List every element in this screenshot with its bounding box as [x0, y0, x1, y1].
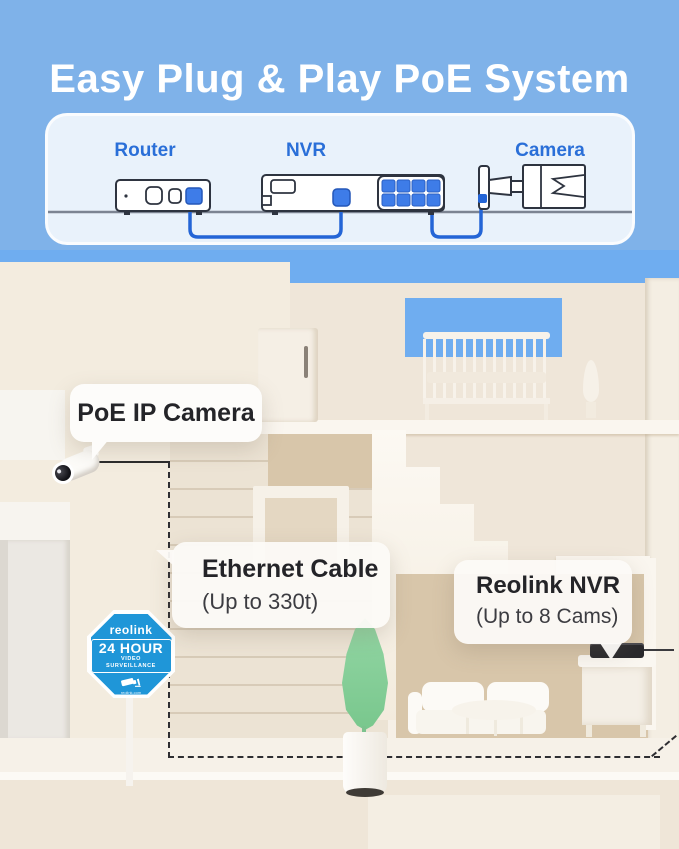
camera-callout-tail	[92, 438, 110, 460]
sign-24hour-text: 24 HOUR	[98, 639, 164, 656]
yard-sign-face: reolink 24 HOUR VIDEO SURVEILLANCE reoli…	[90, 613, 172, 695]
coffee-table	[452, 700, 536, 736]
sign-surveillance-text: VIDEO SURVEILLANCE	[106, 655, 156, 669]
cable-callout-title: Ethernet Cable	[202, 555, 379, 583]
surveillance-camera-icon	[121, 677, 141, 687]
cable-run-vertical	[168, 462, 170, 758]
stand-body	[582, 667, 652, 725]
connection-diagram-card: Router NVR Camera	[45, 113, 635, 245]
table-top	[452, 700, 536, 720]
cable-callout-tail	[156, 550, 174, 566]
crib-mattress	[427, 372, 546, 383]
nvr-callout-title: Reolink NVR	[476, 572, 621, 599]
stand-top	[578, 655, 656, 667]
nvr-label: NVR	[285, 140, 327, 161]
camera-label: Camera	[515, 140, 585, 161]
stand-leg	[586, 723, 592, 737]
cable-callout: Ethernet Cable (Up to 330t)	[156, 542, 390, 628]
floor-front-edge	[0, 772, 679, 780]
door-handle	[304, 346, 308, 378]
nvr-camera-cable	[430, 200, 483, 239]
house-scene: reolink 24 HOUR VIDEO SURVEILLANCE reoli…	[0, 250, 679, 849]
cable-run-horizontal	[168, 756, 660, 758]
nvr-callout-tail	[600, 643, 622, 660]
table-leg	[466, 716, 469, 734]
entry-shadow	[268, 434, 392, 488]
bullet-camera-illustration	[478, 164, 586, 210]
stand-leg	[640, 723, 646, 737]
upper-floor-ledge	[168, 420, 679, 434]
crib-top-rail	[423, 332, 550, 339]
porch-inset	[368, 795, 660, 849]
camera-lens-icon	[52, 462, 74, 484]
garage-ledge	[0, 502, 70, 540]
poe-wiring-diagram	[48, 164, 632, 239]
camera-callout: PoE IP Camera	[70, 384, 262, 460]
crib-bars	[423, 339, 550, 399]
crib-leg	[425, 404, 429, 420]
nvr-power-cable	[644, 649, 674, 651]
upper-door	[258, 328, 318, 422]
yard-sign: reolink 24 HOUR VIDEO SURVEILLANCE reoli…	[87, 610, 175, 698]
table-leg	[520, 716, 523, 734]
sign-footer-url: reolink.com	[120, 689, 142, 695]
crib-bottom-rail	[423, 398, 550, 404]
pot-base	[346, 788, 384, 797]
plant-pot	[343, 732, 387, 794]
nvr-callout: Reolink NVR (Up to 8 Cams)	[454, 560, 632, 660]
poe-port-panel	[381, 179, 441, 207]
cable-run-solid	[98, 461, 170, 463]
router-nvr-cable	[188, 202, 343, 239]
router-label: Router	[114, 140, 176, 161]
nvr-callout-subtitle: (Up to 8 Cams)	[476, 605, 619, 628]
router-illustration	[115, 179, 211, 215]
reolink-logo: reolink	[109, 622, 153, 637]
cable-callout-subtitle: (Up to 330t)	[202, 589, 319, 614]
garage-edge	[0, 540, 8, 740]
garage-detail	[0, 390, 65, 460]
crib-leg	[544, 404, 548, 420]
nvr-illustration	[261, 174, 445, 215]
nvr-stand	[578, 655, 656, 737]
table-leg	[494, 718, 497, 736]
garage-door	[0, 540, 70, 740]
sign-post	[126, 694, 133, 786]
camera-callout-title: PoE IP Camera	[77, 399, 255, 427]
page-title: Easy Plug & Play PoE System	[49, 56, 630, 101]
sign-text-box: 24 HOUR VIDEO SURVEILLANCE	[90, 638, 172, 673]
decor-vase	[583, 360, 599, 402]
decor-vase-base	[586, 402, 596, 418]
crib	[423, 332, 550, 420]
